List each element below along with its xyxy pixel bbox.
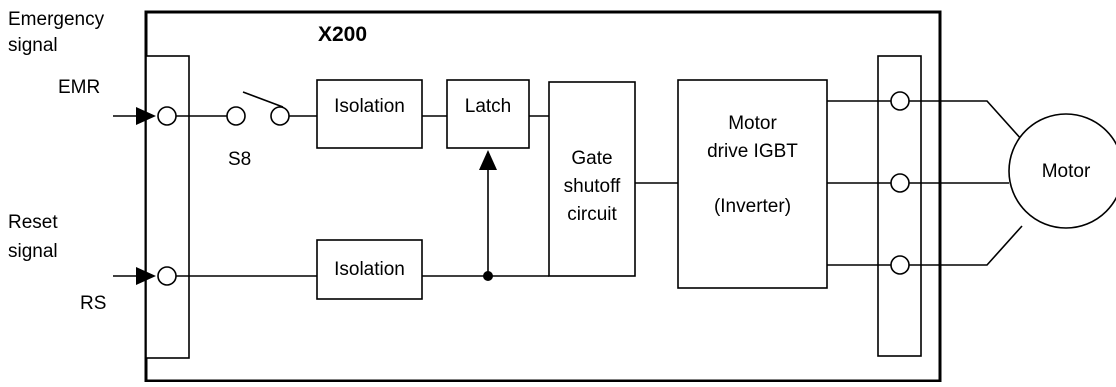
motor-w-wire: [909, 225, 1023, 266]
gate-shutoff-block: [548, 81, 636, 277]
emr-terminal-icon: [157, 106, 177, 126]
output-w-terminal-icon: [890, 255, 910, 275]
rs-terminal-icon: [157, 266, 177, 286]
input-terminal-strip: [145, 55, 190, 359]
output-v-terminal-icon: [890, 173, 910, 193]
motor-drive-label-2: drive IGBT: [707, 141, 798, 162]
emergency-signal-caption-2: signal: [8, 35, 58, 56]
switch-s8-contact-left-icon: [226, 106, 246, 126]
motor-label: Motor: [1042, 161, 1091, 182]
output-u-terminal-icon: [890, 91, 910, 111]
isolation-bottom-label: Isolation: [334, 259, 405, 280]
rs-input-arrow-icon: [136, 267, 156, 285]
isolation-bottom-block: [316, 239, 423, 300]
motor-drive-block: [677, 79, 828, 289]
isolation-top-label: Isolation: [334, 96, 405, 117]
switch-s8-label: S8: [228, 149, 251, 170]
latch-reset-arrow-icon: [479, 150, 497, 170]
gate-shutoff-label-3: circuit: [567, 204, 617, 225]
emr-input-arrow-icon: [136, 107, 156, 125]
motor-icon: [1008, 113, 1116, 229]
motor-drive-label-3: (Inverter): [714, 196, 791, 217]
switch-s8-blade-icon: [242, 91, 284, 108]
motor-drive-label-1: Motor: [728, 113, 777, 134]
latch-block: [446, 79, 530, 149]
emergency-signal-caption-1: Emergency: [8, 9, 105, 30]
reset-signal-caption-1: Reset: [8, 212, 58, 233]
reset-signal-caption-2: signal: [8, 241, 58, 262]
switch-s8-contact-right-icon: [270, 106, 290, 126]
device-title: X200: [318, 23, 367, 46]
rs-terminal-label: RS: [80, 293, 106, 314]
motor-u-wire: [909, 100, 1023, 141]
latch-label: Latch: [465, 96, 511, 117]
emr-terminal-label: EMR: [58, 77, 100, 98]
isolation-top-block: [316, 79, 423, 149]
gate-shutoff-label-2: shutoff: [564, 176, 621, 197]
gate-shutoff-label-1: Gate: [571, 148, 612, 169]
